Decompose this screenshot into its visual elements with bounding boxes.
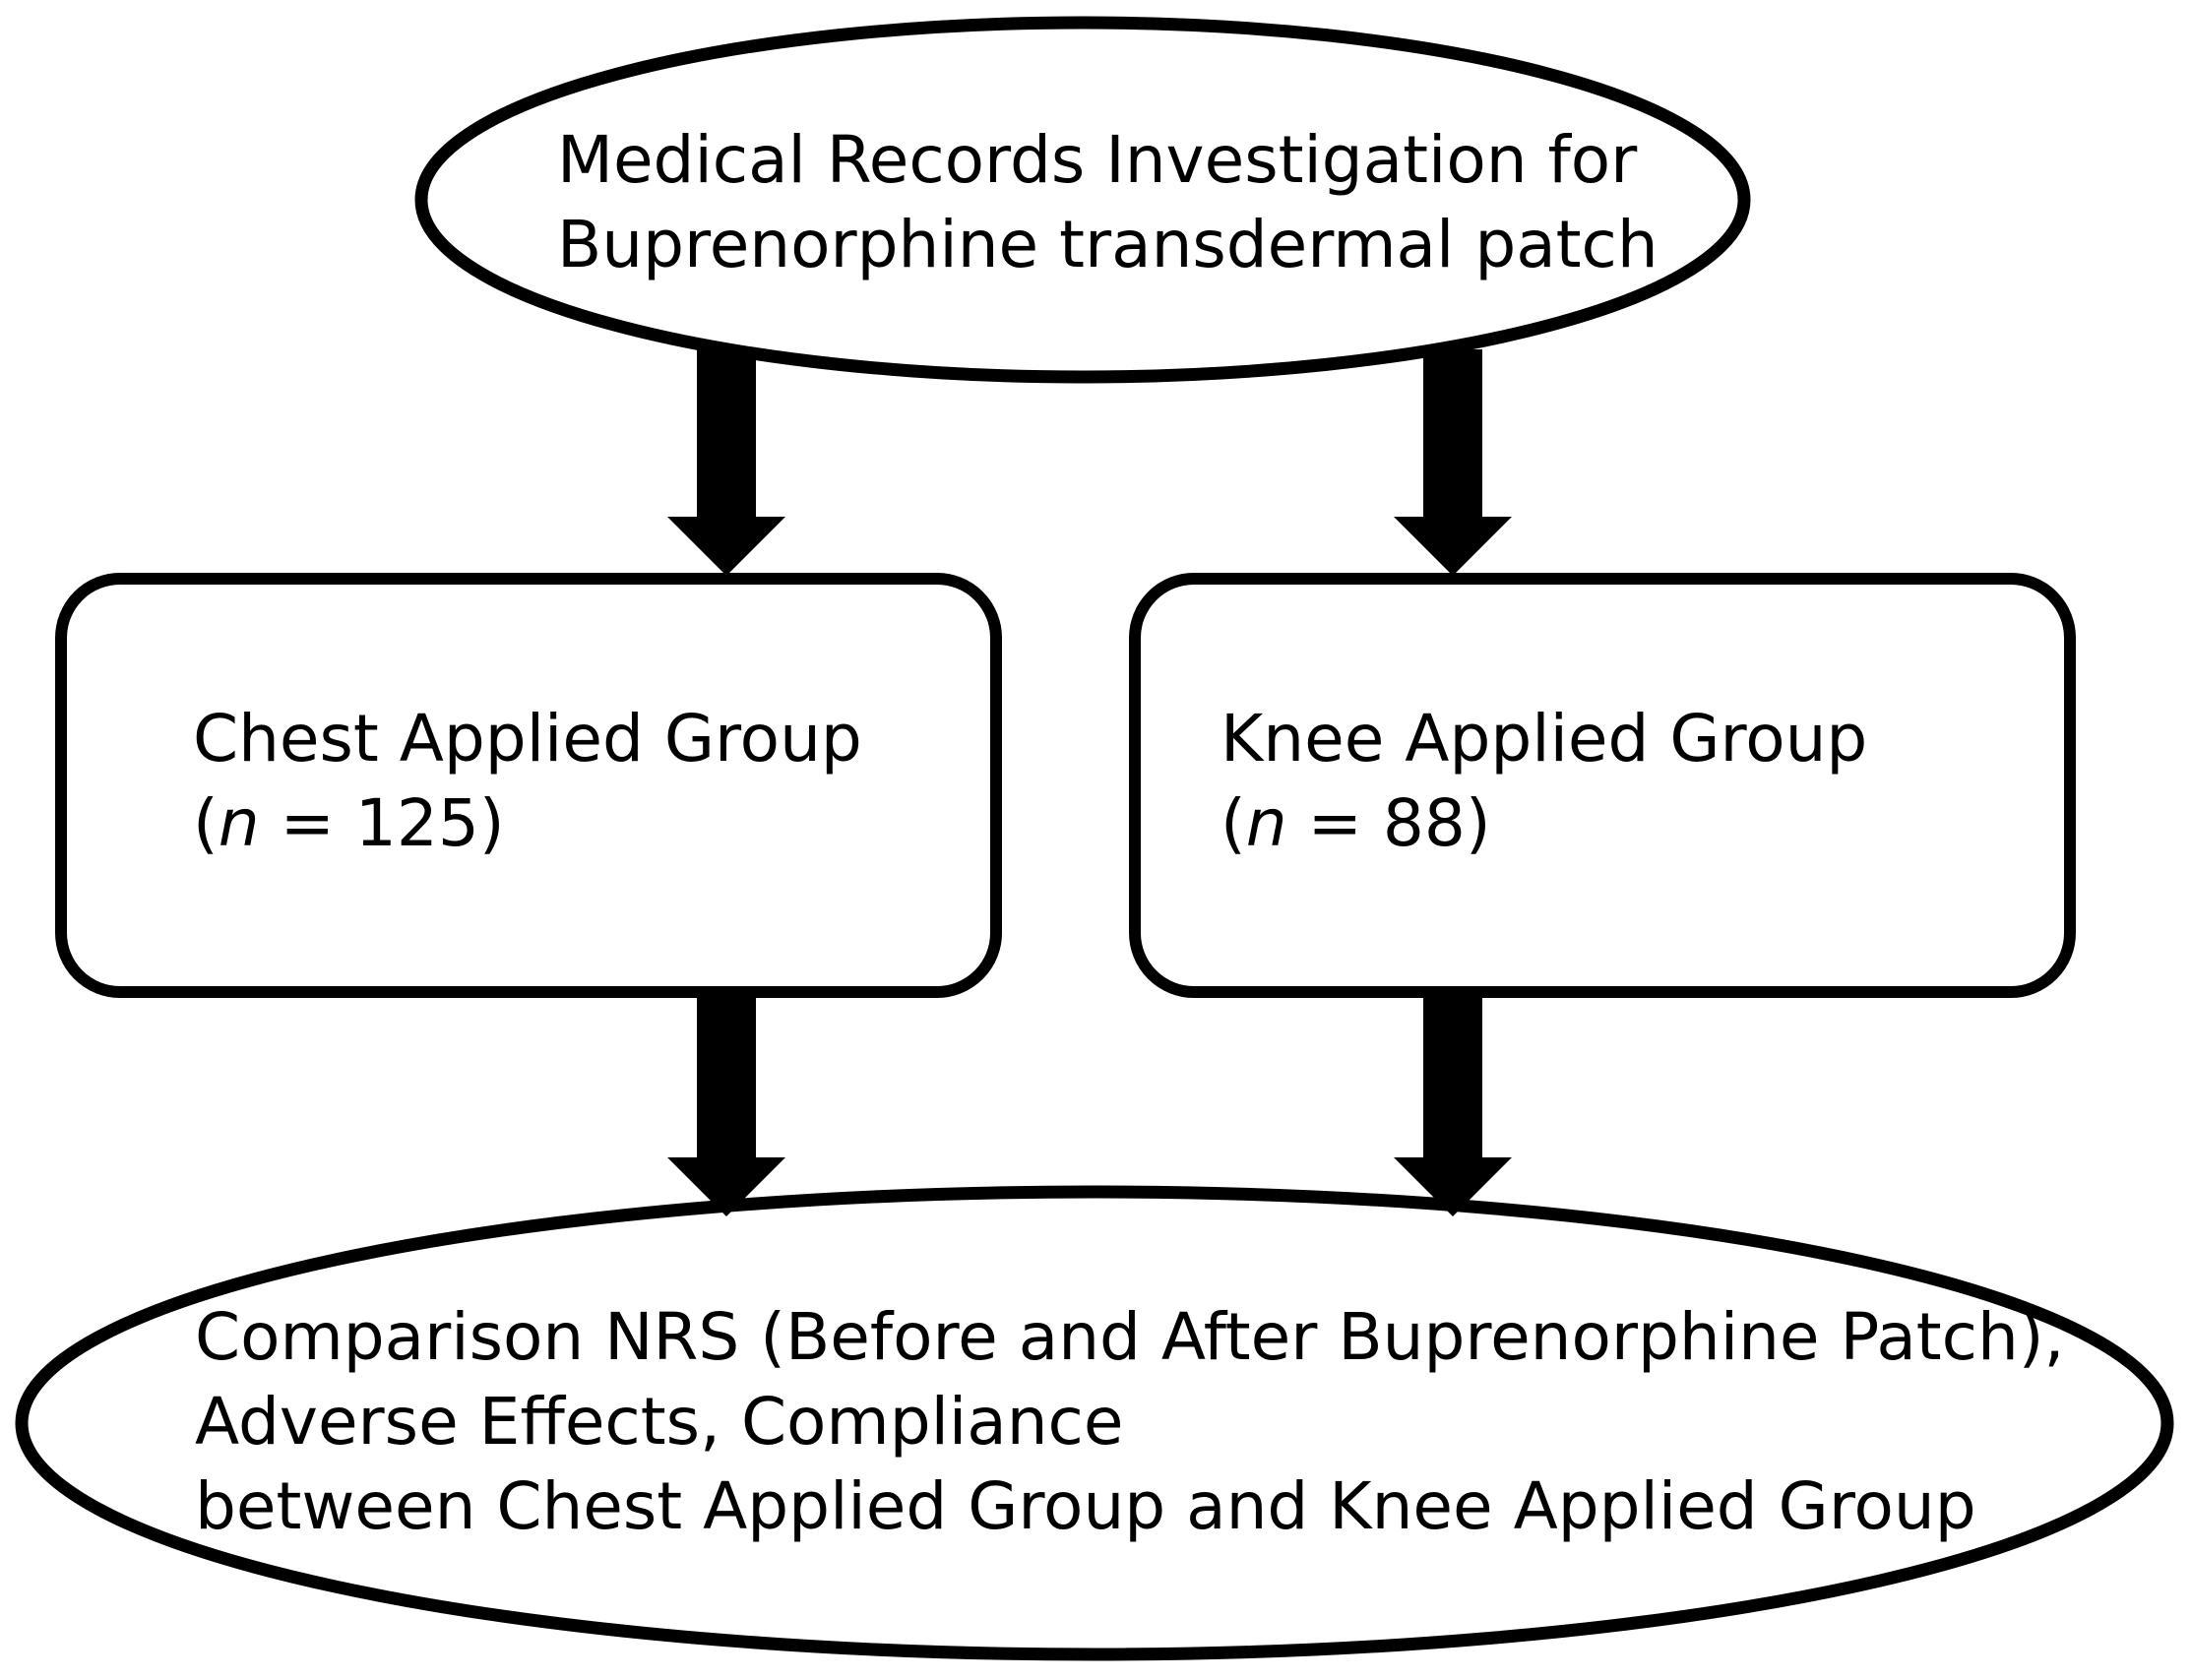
chest-count-value: = 125): [259, 785, 505, 861]
chest-count-variable: n: [218, 785, 260, 861]
end-node-label: Comparison NRS (Before and After Bupreno…: [195, 1295, 2065, 1549]
end-node-line-1: Comparison NRS (Before and After Bupreno…: [195, 1299, 2065, 1375]
end-node-line-3: between Chest Applied Group and Knee App…: [195, 1468, 1976, 1544]
knee-group-label: Knee Applied Group (n = 88): [1221, 697, 1867, 866]
arrow-start-to-chest: [667, 349, 785, 576]
knee-count-open: (: [1221, 785, 1246, 861]
knee-group-count: (n = 88): [1221, 781, 1867, 866]
start-ellipse: [414, 16, 1751, 384]
end-node-line-2: Adverse Effects, Compliance: [195, 1384, 1124, 1460]
chest-group-box: [55, 573, 1002, 998]
arrow-start-to-knee: [1394, 349, 1512, 576]
arrow-knee-to-end: [1394, 998, 1512, 1216]
arrow-chest-to-end: [667, 998, 785, 1216]
knee-group-title: Knee Applied Group: [1221, 701, 1868, 777]
knee-count-value: = 88): [1286, 785, 1491, 861]
start-node-line-2: Buprenorphine transdermal patch: [557, 207, 1659, 282]
chest-group-title: Chest Applied Group: [193, 701, 862, 777]
start-node-line-1: Medical Records Investigation for: [557, 122, 1638, 198]
chest-group-label: Chest Applied Group (n = 125): [193, 697, 862, 866]
knee-group-box: [1129, 573, 2076, 998]
start-node-label: Medical Records Investigation for Bupren…: [557, 118, 1659, 287]
chest-group-count: (n = 125): [193, 781, 862, 866]
knee-count-variable: n: [1245, 785, 1287, 861]
end-ellipse: [15, 1185, 2174, 1661]
chest-count-open: (: [193, 785, 219, 861]
